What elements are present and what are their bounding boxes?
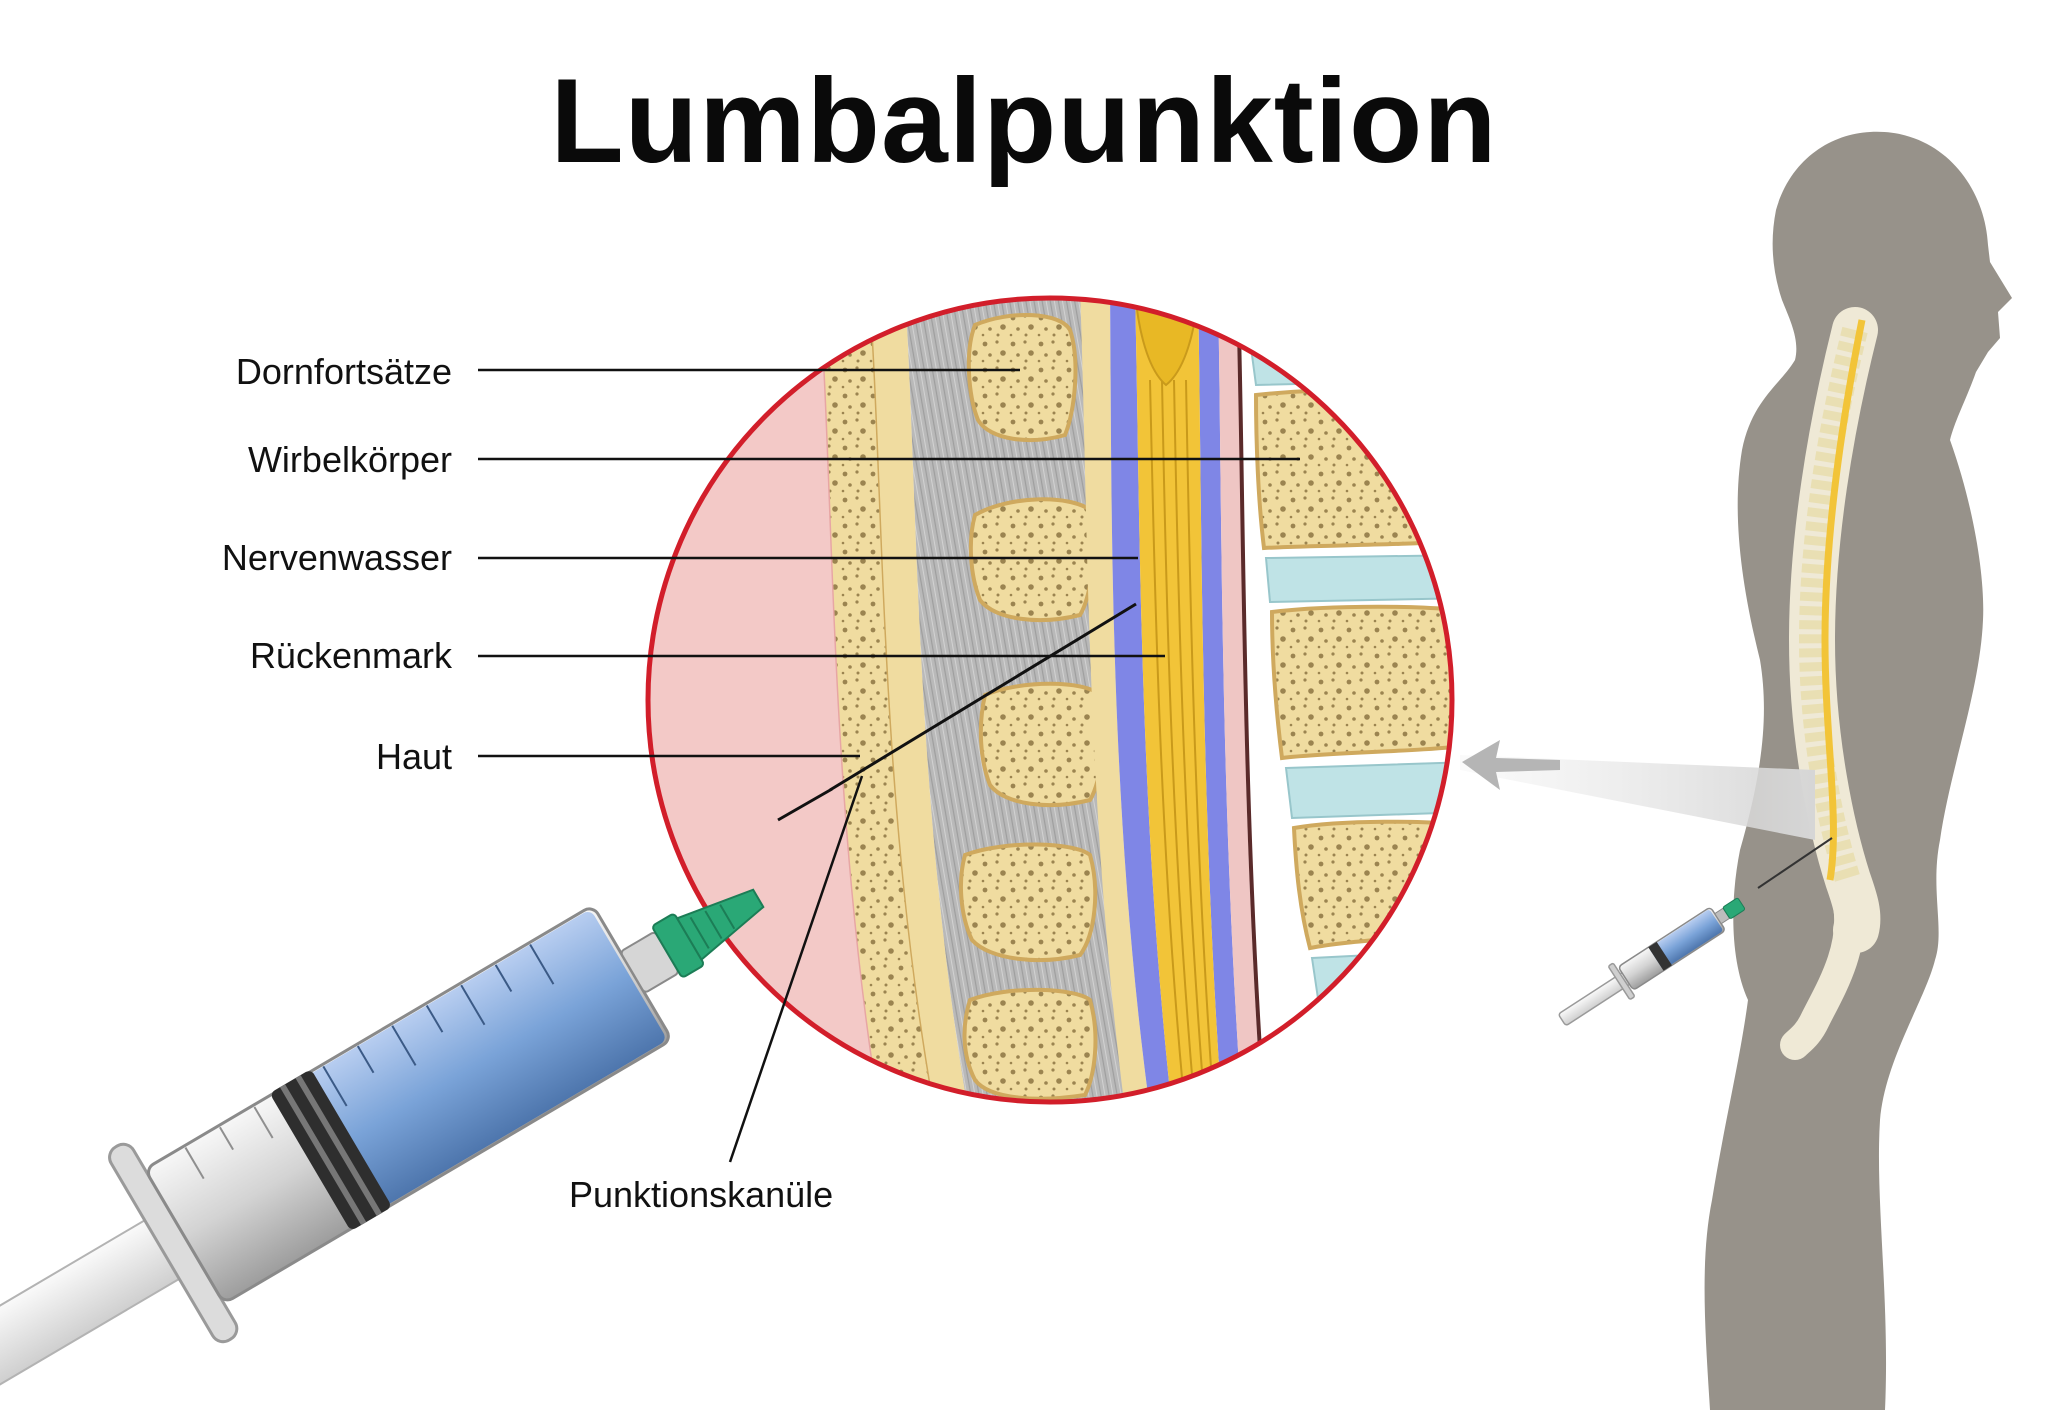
label-haut: Haut	[375, 736, 452, 777]
body-silhouette	[1704, 131, 2012, 1410]
zoom-arrow	[1462, 740, 1560, 790]
label-rueckenmark: Rückenmark	[249, 635, 452, 676]
label-nervenwasser: Nervenwasser	[221, 537, 452, 578]
small-syringe	[1558, 897, 1746, 1026]
label-punktionskanuele: Punktionskanüle	[569, 1174, 834, 1215]
label-dornfortsaetze: Dornfortsätze	[235, 351, 452, 392]
syringe	[0, 787, 833, 1407]
silhouette-spine	[1757, 307, 1881, 1060]
zoom-beam	[1460, 755, 1815, 840]
leader-lines	[478, 368, 1300, 1163]
zoom-ring	[645, 295, 1455, 1105]
page-title: Lumbalpunktion	[550, 54, 1498, 188]
label-wirbelkoerper: Wirbelkörper	[247, 439, 452, 480]
zoom-cross-section	[648, 298, 1452, 1102]
